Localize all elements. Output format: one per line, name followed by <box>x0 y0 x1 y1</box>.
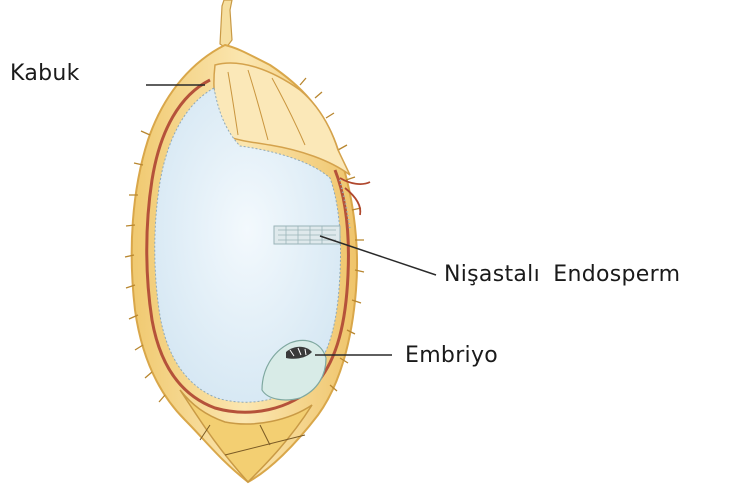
label-starchy-endosperm: Nişastalı Endosperm <box>444 262 680 287</box>
label-embryo: Embriyo <box>405 343 498 368</box>
awn <box>220 0 232 48</box>
label-husk: Kabuk <box>10 61 80 86</box>
starch-cells <box>274 226 340 244</box>
